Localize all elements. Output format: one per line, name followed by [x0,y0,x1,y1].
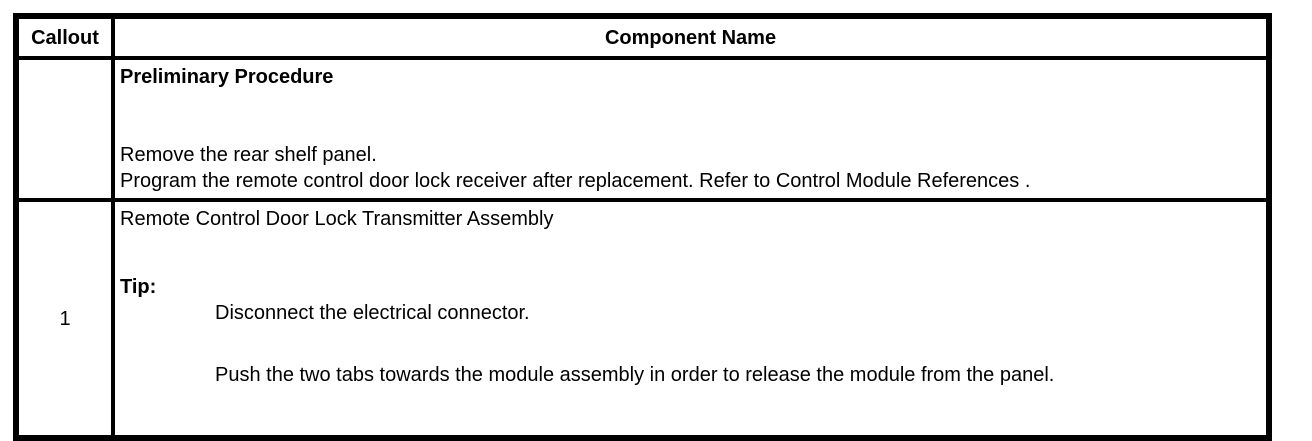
tip-line-push-tabs: Push the two tabs towards the module ass… [215,364,1055,386]
blank-gap [120,232,1261,274]
tip-line-disconnect-connector: Disconnect the electrical connector. [215,302,530,324]
component-description-cell: Remote Control Door Lock Transmitter Ass… [111,198,1271,440]
callout-number-cell: 1 [14,198,115,440]
tip-label: Tip: [120,276,157,298]
callout-cell-empty [14,56,115,202]
callout-column-header: Callout [14,14,115,60]
procedure-line-program-receiver: Program the remote control door lock rec… [120,170,1031,192]
component-name-text: Remote Control Door Lock Transmitter Ass… [120,208,554,230]
table-row-item-1: 1 Remote Control Door Lock Transmitter A… [14,198,1271,440]
preliminary-procedure-heading: Preliminary Procedure [120,66,334,88]
header-row: Callout Component Name [14,14,1271,60]
component-callout-table: Callout Component Name Preliminary Proce… [13,13,1272,441]
preliminary-procedure-cell: Preliminary Procedure Remove the rear sh… [111,56,1271,202]
blank-gap [120,326,1261,352]
procedure-line-remove-shelf: Remove the rear shelf panel. [120,144,377,166]
table-row-preliminary: Preliminary Procedure Remove the rear sh… [14,56,1271,202]
component-name-column-header: Component Name [111,14,1271,60]
blank-gap [120,90,1261,142]
